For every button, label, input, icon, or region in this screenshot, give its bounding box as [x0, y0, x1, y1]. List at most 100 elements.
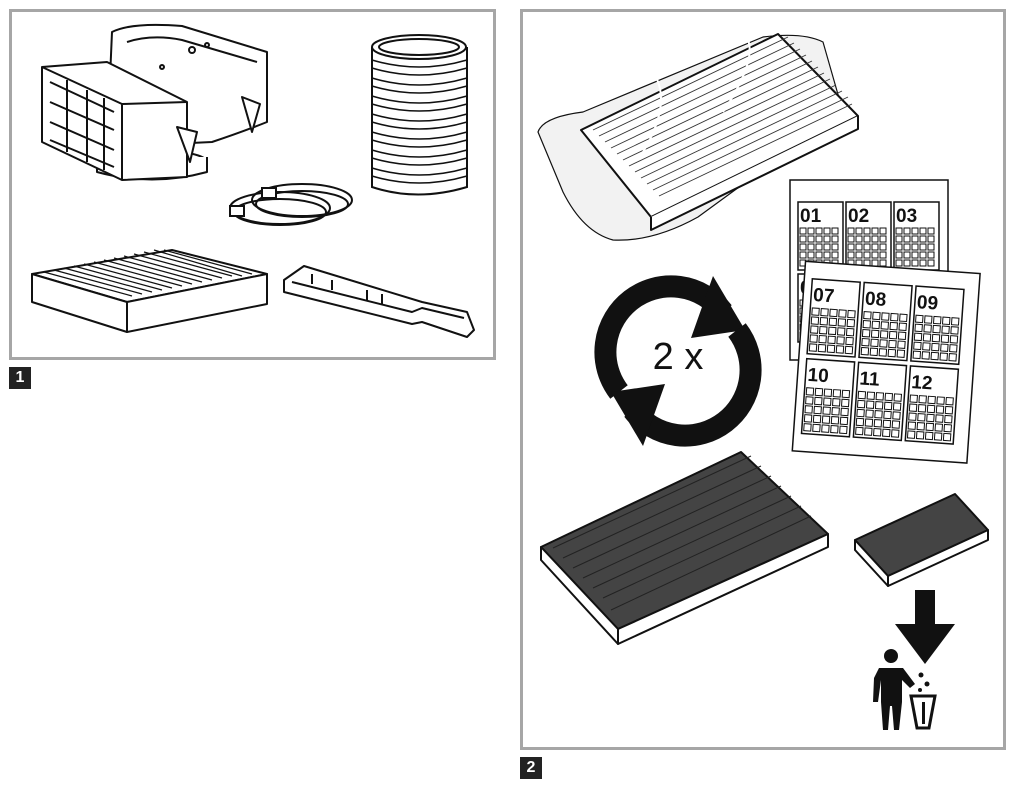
calendar-day-box	[903, 251, 911, 259]
calendar-day-box	[814, 387, 824, 397]
calendar-day-box	[881, 312, 890, 321]
calendar-day-box	[941, 325, 950, 335]
calendar-day-box	[821, 415, 831, 424]
calendar-day-box	[838, 309, 847, 318]
calendar-day-box	[857, 390, 867, 400]
calendar-day-box	[907, 421, 917, 430]
calendar-day-box	[807, 243, 815, 251]
calendar-day-box	[887, 348, 897, 358]
calendar-day-box	[899, 313, 908, 323]
calendar-day-box	[823, 243, 831, 251]
calendar-day-box	[944, 405, 954, 415]
calendar-day-box	[932, 324, 941, 334]
mounting-rail-icon	[283, 265, 475, 338]
calendar-day-box	[903, 227, 911, 235]
calendar-day-box	[839, 416, 849, 426]
calendar-day-box	[931, 342, 940, 352]
calendar-day-box	[861, 337, 870, 347]
calendar-day-box	[903, 243, 911, 251]
calendar-day-box	[879, 235, 887, 243]
calendar-day-box	[861, 328, 871, 338]
calendar-day-box	[847, 243, 855, 251]
calendar-day-box	[863, 251, 871, 259]
calendar-day-box	[890, 312, 899, 322]
calendar-day-box	[896, 349, 906, 358]
calendar-day-box	[823, 251, 831, 259]
calendar-day-box	[841, 389, 851, 399]
calendar-day-box	[829, 308, 838, 318]
calendar-day-box	[804, 405, 813, 414]
calendar-day-box	[799, 227, 807, 235]
calendar-day-box	[873, 427, 882, 437]
calendar-day-box	[799, 251, 807, 259]
calendar-day-box	[943, 423, 953, 433]
calendar-day-box	[835, 345, 845, 354]
calendar-day-box	[879, 251, 887, 259]
calendar-day-box	[934, 423, 944, 432]
calendar-day-box	[866, 391, 876, 400]
flexible-hose-icon	[371, 34, 468, 196]
calendar-day-box	[863, 235, 871, 243]
calendar-day-box	[831, 251, 839, 259]
calendar-day-box	[815, 235, 823, 243]
hose-clamp-icon	[229, 183, 353, 226]
calendar-day-box	[821, 424, 830, 433]
filter-cassette-icon	[31, 249, 268, 333]
calendar-day-box	[809, 334, 818, 343]
calendar-cell-label: 10	[807, 365, 830, 387]
calendar-day-box	[830, 424, 839, 434]
calendar-day-box	[908, 403, 918, 412]
calendar-day-box	[926, 413, 935, 423]
calendar-day-box	[926, 404, 936, 414]
calendar-cell-label: 07	[812, 285, 835, 307]
calendar-day-box	[836, 336, 845, 345]
calendar-day-box	[921, 351, 931, 360]
figure-number-badge: 1	[9, 367, 31, 389]
calendar-day-box	[941, 316, 951, 326]
calendar-day-box	[831, 243, 839, 251]
calendar-day-box	[927, 243, 935, 251]
calendar-day-box	[812, 423, 821, 433]
calendar-day-box	[826, 344, 836, 354]
figure-2-panel: 01 02 03 04 07 08 09 10 11 12	[520, 9, 1006, 750]
calendar-day-box	[948, 353, 957, 362]
calendar-day-box	[845, 327, 855, 337]
calendar-day-box	[903, 235, 911, 243]
calendar-day-box	[855, 235, 863, 243]
calendar-day-box	[871, 320, 881, 330]
calendar-cell-label: 12	[911, 372, 934, 394]
calendar-day-box	[837, 318, 847, 327]
calendar-day-box	[912, 350, 922, 360]
calendar-cell-label: 02	[848, 206, 869, 227]
calendar-day-box	[924, 315, 933, 324]
calendar-cell-label: 09	[916, 292, 939, 314]
calendar-day-box	[871, 243, 879, 251]
calendar-day-box	[870, 338, 879, 348]
calendar-day-box	[855, 227, 863, 235]
calendar-day-box	[927, 227, 935, 235]
calendar-day-box	[925, 422, 935, 432]
calendar-day-box	[815, 251, 823, 259]
calendar-day-box	[895, 259, 903, 267]
calendar-day-box	[906, 430, 916, 439]
duct-adapter-icon	[41, 23, 268, 181]
calendar-day-box	[942, 432, 952, 442]
calendar-day-box	[865, 409, 874, 418]
calendar-day-box	[897, 340, 906, 349]
calendar-day-box	[823, 388, 833, 397]
calendar-day-box	[855, 243, 863, 251]
calendar-day-box	[913, 332, 923, 342]
calendar-day-box	[916, 422, 926, 431]
calendar-day-box	[895, 227, 903, 235]
calendar-day-box	[879, 259, 887, 267]
calendar-day-box	[823, 227, 831, 235]
calendar-sheet-icon: 07 08 09 10 11 12	[791, 260, 981, 464]
calendar-day-box	[871, 259, 879, 267]
calendar-day-box	[839, 425, 848, 435]
calendar-day-box	[940, 334, 950, 344]
calendar-day-box	[919, 227, 927, 235]
calendar-day-box	[828, 317, 838, 327]
calendar-day-box	[855, 251, 863, 259]
calendar-day-box	[875, 392, 885, 401]
calendar-day-box	[872, 311, 881, 321]
